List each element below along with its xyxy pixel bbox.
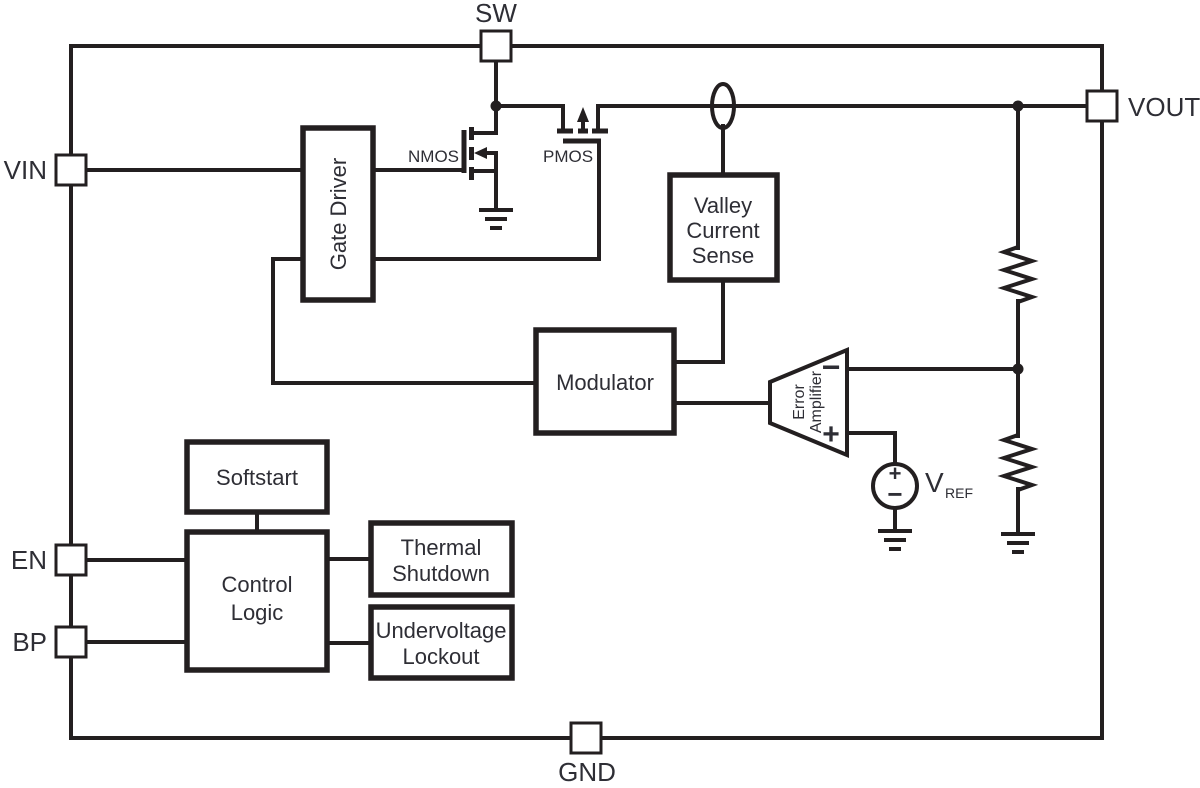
wire-erroramp-noninverting-input [845, 431, 897, 468]
softstart-block [184, 439, 330, 515]
error-amplifier-label-1: Error [791, 384, 808, 420]
vref-negative-sign: − [887, 479, 902, 509]
ground-symbol-nmos [479, 208, 513, 230]
pin-gnd-label: GND [558, 757, 616, 787]
vref-source: + − V REF [871, 461, 973, 510]
valley-current-sense-block [667, 172, 780, 283]
error-amplifier-symbol-icon [768, 347, 849, 458]
pin-en-label: EN [11, 545, 47, 575]
valley-current-sense-label-1: Valley [694, 193, 752, 218]
softstart-label: Softstart [216, 465, 298, 490]
control-logic-label-1: Control [222, 572, 293, 597]
wire-gatedriver-to-pmos-gate [365, 141, 601, 261]
resistor-r1-icon [997, 245, 1039, 304]
undervoltage-lockout-block [368, 604, 515, 681]
valley-current-sense-label-2: Current [686, 218, 759, 243]
modulator-label: Modulator [556, 370, 654, 395]
thermal-shutdown-label-1: Thermal [401, 535, 482, 560]
undervoltage-lockout-label-2: Lockout [402, 644, 479, 669]
undervoltage-lockout-label-1: Undervoltage [376, 618, 507, 643]
inverting-input-sign: − [822, 349, 841, 385]
gate-driver-label: Gate Driver [326, 158, 351, 270]
vref-label-subscript: REF [945, 485, 973, 501]
wire-modulator-to-gatedriver [271, 257, 542, 385]
gate-driver-block [300, 125, 376, 303]
nmos-symbol-icon [461, 127, 498, 210]
valley-current-sense-label-3: Sense [692, 243, 754, 268]
pin-bp [54, 625, 88, 659]
ground-symbol-vref [878, 529, 912, 551]
pmos-body-arrow [577, 107, 589, 122]
thermal-shutdown-label-2: Shutdown [392, 561, 490, 586]
vref-label: V [925, 467, 944, 498]
pin-sw-label: SW [475, 0, 517, 28]
wire-valley-current-sense-to-modulator [670, 278, 725, 364]
error-amplifier: Error Amplifier − + [768, 347, 849, 458]
wires [84, 59, 1092, 645]
pin-vout [1085, 89, 1119, 123]
vref-source-symbol-icon [871, 462, 919, 510]
modulator-block [533, 327, 677, 436]
feedback-divider [997, 245, 1039, 492]
pmos-label: PMOS [543, 147, 593, 166]
noninverting-input-sign: + [822, 418, 840, 451]
pins: SW VIN EN BP GND VOUT [4, 0, 1200, 787]
current-sense-loop-icon [710, 82, 736, 130]
pmos-symbol-icon [557, 107, 608, 144]
blocks: Gate Driver Valley Current Sense Modulat… [184, 125, 780, 681]
wire-nmos-drain [472, 104, 498, 135]
ground-symbol-divider [1001, 532, 1035, 554]
pin-en [54, 543, 88, 577]
nmos-body-arrow [474, 147, 487, 159]
junction-switch-node [490, 100, 502, 112]
nmos-label: NMOS [408, 147, 459, 166]
thermal-shutdown-block [368, 520, 515, 598]
control-logic-block [184, 529, 330, 673]
wire-switch-node-to-pmos-source [494, 104, 565, 133]
vref-positive-sign: + [889, 461, 902, 486]
resistor-r2-icon [997, 433, 1039, 492]
pin-vin-label: VIN [4, 155, 47, 185]
pin-bp-label: BP [12, 627, 47, 657]
wire-pmos-drain-to-vout [596, 104, 1092, 133]
error-amplifier-label-2: Amplifier [808, 370, 825, 433]
pin-sw [479, 29, 513, 63]
pin-vout-label: VOUT [1128, 92, 1200, 122]
junction-vout-feedback [1012, 100, 1024, 112]
pin-gnd [569, 721, 603, 755]
pin-vin [54, 153, 88, 187]
junction-feedback-tap [1012, 363, 1024, 375]
control-logic-label-2: Logic [231, 600, 284, 625]
